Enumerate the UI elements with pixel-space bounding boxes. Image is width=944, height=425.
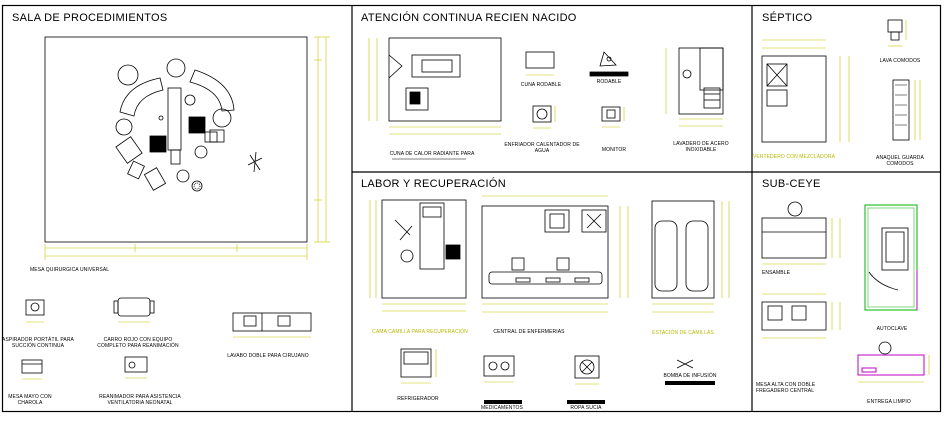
- label-bomba: BOMBA DE INFUSIÓN: [663, 373, 717, 379]
- label-cuna-calor: CUNA DE CALOR RADIANTE PARA: [389, 151, 475, 157]
- label-monitor: MONITOR: [601, 147, 627, 153]
- label-reanimador: REANIMADOR PARA ASISTENCIA VENTILATORIA …: [99, 394, 181, 406]
- label-ropa-sucia: ROPA SUCIA: [570, 405, 602, 411]
- label-enfriador: ENFRIADOR CALENTADOR DE AGUA: [504, 142, 580, 154]
- label-rodable: RODABLE: [596, 79, 622, 85]
- label-autoclave: AUTOCLAVE: [876, 326, 908, 332]
- label-estacion-camillas: ESTACIÓN DE CAMILLAS: [652, 330, 714, 336]
- label-aspirador: ASPIRADOR PORTÁTIL PARA SUCCIÓN CONTINUA: [2, 337, 74, 349]
- title-sala: SALA DE PROCEDIMIENTOS: [12, 12, 168, 24]
- labor-dims: [369, 195, 730, 385]
- label-entrega: ENTREGA LIMPIO: [867, 399, 911, 405]
- sala-dimensions: [44, 36, 330, 260]
- label-cuna-rodable: CUNA RODABLE: [520, 82, 562, 88]
- label-mesa-quirurgica: MESA QUIRURGICA UNIVERSAL: [30, 267, 110, 273]
- label-anaquel: ANAQUEL GUARDA COMODOS: [876, 155, 924, 167]
- atencion-drawing: [388, 37, 724, 123]
- sala-drawing: [44, 36, 308, 243]
- title-septico: SÉPTICO: [762, 12, 813, 24]
- label-mesa-mayo: MESA MAYO CON CHAROLA: [8, 394, 52, 406]
- labor-black-bars: [484, 381, 715, 404]
- subceye-accent: [857, 204, 925, 376]
- labor-drawing: [381, 199, 715, 379]
- label-medicamentos: MEDICAMENTOS: [481, 405, 523, 411]
- title-atencion: ATENCIÓN CONTINUA RECIEN NACIDO: [361, 12, 577, 24]
- label-refrigerador: REFRIGERADOR: [397, 396, 439, 402]
- atencion-dims: [368, 38, 723, 135]
- label-cama-camilla: CAMA CAMILLA PARA RECUPERACIÓN: [372, 329, 468, 335]
- title-labor: LABOR Y RECUPERACIÓN: [361, 178, 506, 190]
- label-mesa-alta: MESA ALTA CON DOBLE FREGADERO CENTRAL: [756, 382, 816, 394]
- sala-equipment: [21, 297, 312, 374]
- label-carro-rojo: CARRO ROJO CON EQUIPO COMPLETO PARA REAN…: [97, 337, 179, 349]
- septico-dims: [762, 20, 921, 142]
- label-lavabo-doble: LAVABO DOBLE PARA CIRUJANO: [227, 353, 309, 359]
- label-ensamble: ENSAMBLE: [761, 270, 791, 276]
- sala-equipment-dims: [22, 321, 311, 380]
- title-subceye: SUB-CEYE: [762, 178, 821, 190]
- sheet-frame: [1, 4, 942, 413]
- subceye-drawing: [761, 201, 909, 355]
- label-lava-comodos: LAVA COMODOS: [879, 58, 921, 64]
- label-lavadero: LAVADERO DE ACERO INOXIDABLE: [673, 141, 729, 153]
- septico-drawing: [761, 19, 910, 143]
- label-central: CENTRAL DE ENFERMERIAS: [493, 329, 565, 335]
- subceye-dims: [762, 218, 930, 383]
- label-vertedero: VERTEDERO CON MEZCLADORA: [752, 154, 836, 160]
